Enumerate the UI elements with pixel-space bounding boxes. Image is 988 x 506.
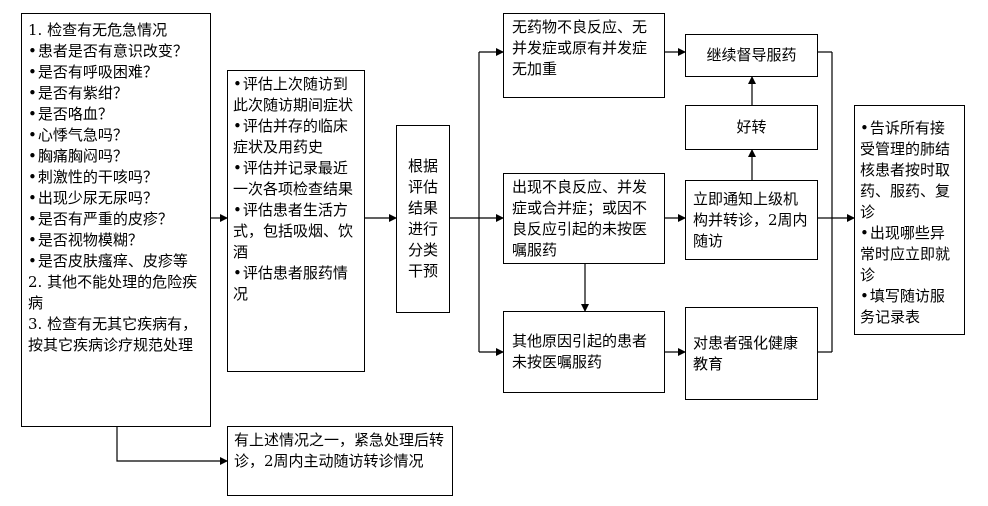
adverse-reaction-box: 出现不良反应、并发症或合并症；或因不良反应引起的未按医嘱服药	[503, 173, 665, 264]
checks-heading-3: 3. 检查有无其它疾病有，按其它疾病诊疗规范处理	[28, 315, 198, 354]
continue-supervision-box: 继续督导服药	[685, 34, 818, 77]
check-item: 胸痛胸闷吗？	[28, 146, 204, 167]
assessment-item: 评估上次随访到此次随访期间症状	[233, 74, 359, 116]
assessment-item: 评估患者服药情况	[233, 263, 359, 305]
classify-box: 根据评估结果进行分类干预	[396, 125, 450, 313]
patient-instructions-box: 告诉所有接受管理的肺结核患者按时取药、服药、复诊 出现哪些异常时应立即就诊 填写…	[854, 105, 965, 335]
notify-referral-text: 立即通知上级机构并转诊，2周内随访	[693, 189, 808, 250]
assessment-list: 评估上次随访到此次随访期间症状 评估并存的临床症状及用药史 评估并记录最近一次各…	[233, 74, 359, 305]
check-item: 是否咯血？	[28, 104, 204, 125]
arrow-checks-to-urgent	[116, 427, 228, 465]
check-item: 是否皮肤瘙痒、皮疹等	[28, 251, 204, 272]
checks-box: 1. 检查有无危急情况 患者是否有意识改变？ 是否有呼吸困难？ 是否有紫绀？ 是…	[21, 13, 211, 427]
no-adverse-text: 无药物不良反应、无并发症或原有并发症无加重	[512, 18, 648, 78]
instruction-item: 出现哪些异常时应立即就诊	[860, 223, 959, 286]
health-education-box: 对患者强化健康教育	[685, 307, 818, 400]
check-item: 出现少尿无尿吗？	[28, 188, 204, 209]
instructions-list: 告诉所有接受管理的肺结核患者按时取药、服药、复诊 出现哪些异常时应立即就诊 填写…	[860, 118, 959, 328]
assessment-item: 评估并存的临床症状及用药史	[233, 116, 359, 158]
check-item: 刺激性的干咳吗？	[28, 167, 204, 188]
instruction-item: 告诉所有接受管理的肺结核患者按时取药、服药、复诊	[860, 118, 959, 223]
urgent-referral-box: 有上述情况之一，紧急处理后转诊，2周内主动随访转诊情况	[227, 426, 453, 496]
urgent-referral-text: 有上述情况之一，紧急处理后转诊，2周内主动随访转诊情况	[234, 431, 445, 470]
improved-text: 好转	[736, 118, 767, 136]
classify-text: 根据评估结果进行分类干预	[407, 157, 438, 280]
instruction-item: 填写随访服务记录表	[860, 286, 959, 328]
check-item: 是否视物模糊？	[28, 230, 204, 251]
checks-heading-1: 1. 检查有无危急情况	[28, 21, 168, 39]
other-reason-text: 其他原因引起的患者未按医嘱服药	[512, 332, 648, 371]
assessment-item: 评估并记录最近一次各项检查结果	[233, 158, 359, 200]
no-adverse-box: 无药物不良反应、无并发症或原有并发症无加重	[503, 13, 665, 98]
check-item: 患者是否有意识改变？	[28, 41, 204, 62]
continue-supervision-text: 继续督导服药	[706, 46, 797, 64]
other-reason-box: 其他原因引起的患者未按医嘱服药	[503, 311, 665, 393]
assessment-item: 评估患者生活方式，包括吸烟、饮酒	[233, 200, 359, 263]
health-education-text: 对患者强化健康教育	[693, 333, 799, 373]
improved-box: 好转	[685, 105, 818, 150]
check-item: 心悸气急吗？	[28, 125, 204, 146]
checks-heading-2: 2. 其他不能处理的危险疾病	[28, 273, 198, 312]
checks-list: 患者是否有意识改变？ 是否有呼吸困难？ 是否有紫绀？ 是否咯血？ 心悸气急吗？ …	[28, 41, 204, 272]
check-item: 是否有呼吸困难？	[28, 62, 204, 83]
adverse-reaction-text: 出现不良反应、并发症或合并症；或因不良反应引起的未按医嘱服药	[512, 178, 648, 259]
assessment-box: 评估上次随访到此次随访期间症状 评估并存的临床症状及用药史 评估并记录最近一次各…	[227, 70, 365, 372]
notify-referral-box: 立即通知上级机构并转诊，2周内随访	[685, 180, 818, 260]
check-item: 是否有紫绀？	[28, 83, 204, 104]
check-item: 是否有严重的皮疹？	[28, 209, 204, 230]
